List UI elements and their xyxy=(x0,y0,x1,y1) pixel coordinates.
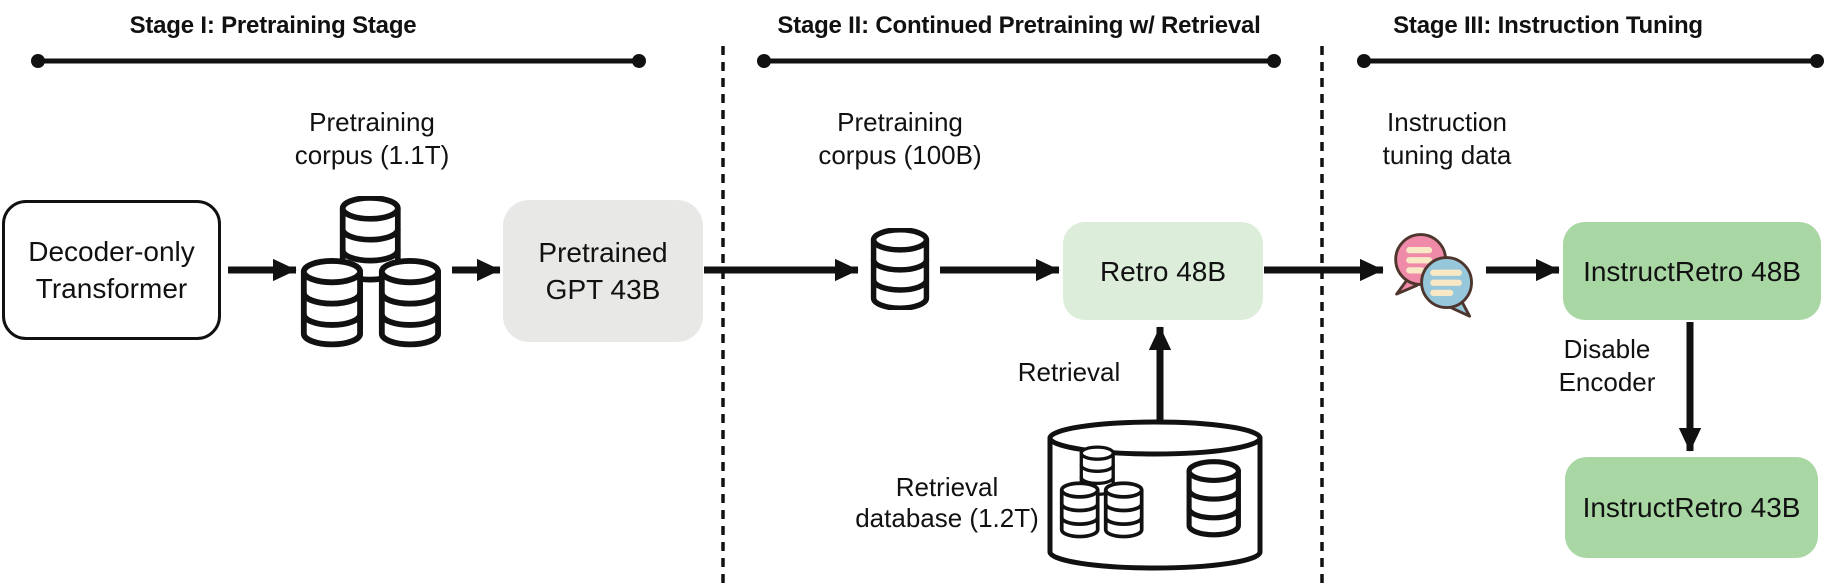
stage1-rule-dot-left xyxy=(31,54,45,68)
stage2-title: Stage II: Continued Pretraining w/ Retri… xyxy=(777,12,1261,39)
instruction-tuning-data-label: Instruction tuning data xyxy=(1382,107,1512,170)
pretrained-gpt-43b-box: Pretrained GPT 43B xyxy=(503,200,703,342)
database-cluster-icon xyxy=(298,196,446,350)
disable-encoder-label: Disable Encoder xyxy=(1558,334,1656,397)
stage3-title: Stage III: Instruction Tuning xyxy=(1393,12,1703,39)
stage2-rule-dot-left xyxy=(757,54,771,68)
retro-48b-box: Retro 48B xyxy=(1063,222,1263,320)
decoder-only-transformer-box: Decoder-only Transformer xyxy=(2,200,221,340)
stage1-title: Stage I: Pretraining Stage xyxy=(129,12,417,39)
pretraining-corpus-2-label: Pretraining corpus (100B) xyxy=(818,107,982,170)
stage3-rule-dot-right xyxy=(1810,54,1824,68)
pretraining-corpus-1-label: Pretraining corpus (1.1T) xyxy=(294,107,450,170)
retrieval-arrow-label: Retrieval xyxy=(1017,357,1121,387)
stage3-rule-dot-left xyxy=(1357,54,1371,68)
instructretro-48b-box: InstructRetro 48B xyxy=(1563,222,1821,320)
retrieval-database-label: Retrieval database (1.2T) xyxy=(855,472,1039,533)
chat-bubbles-icon xyxy=(1394,233,1473,318)
retrieval-database-icon xyxy=(1047,419,1263,571)
database-icon xyxy=(864,228,936,310)
stage1-rule-dot-right xyxy=(632,54,646,68)
stage2-rule-dot-right xyxy=(1267,54,1281,68)
instructretro-43b-box: InstructRetro 43B xyxy=(1565,457,1818,558)
